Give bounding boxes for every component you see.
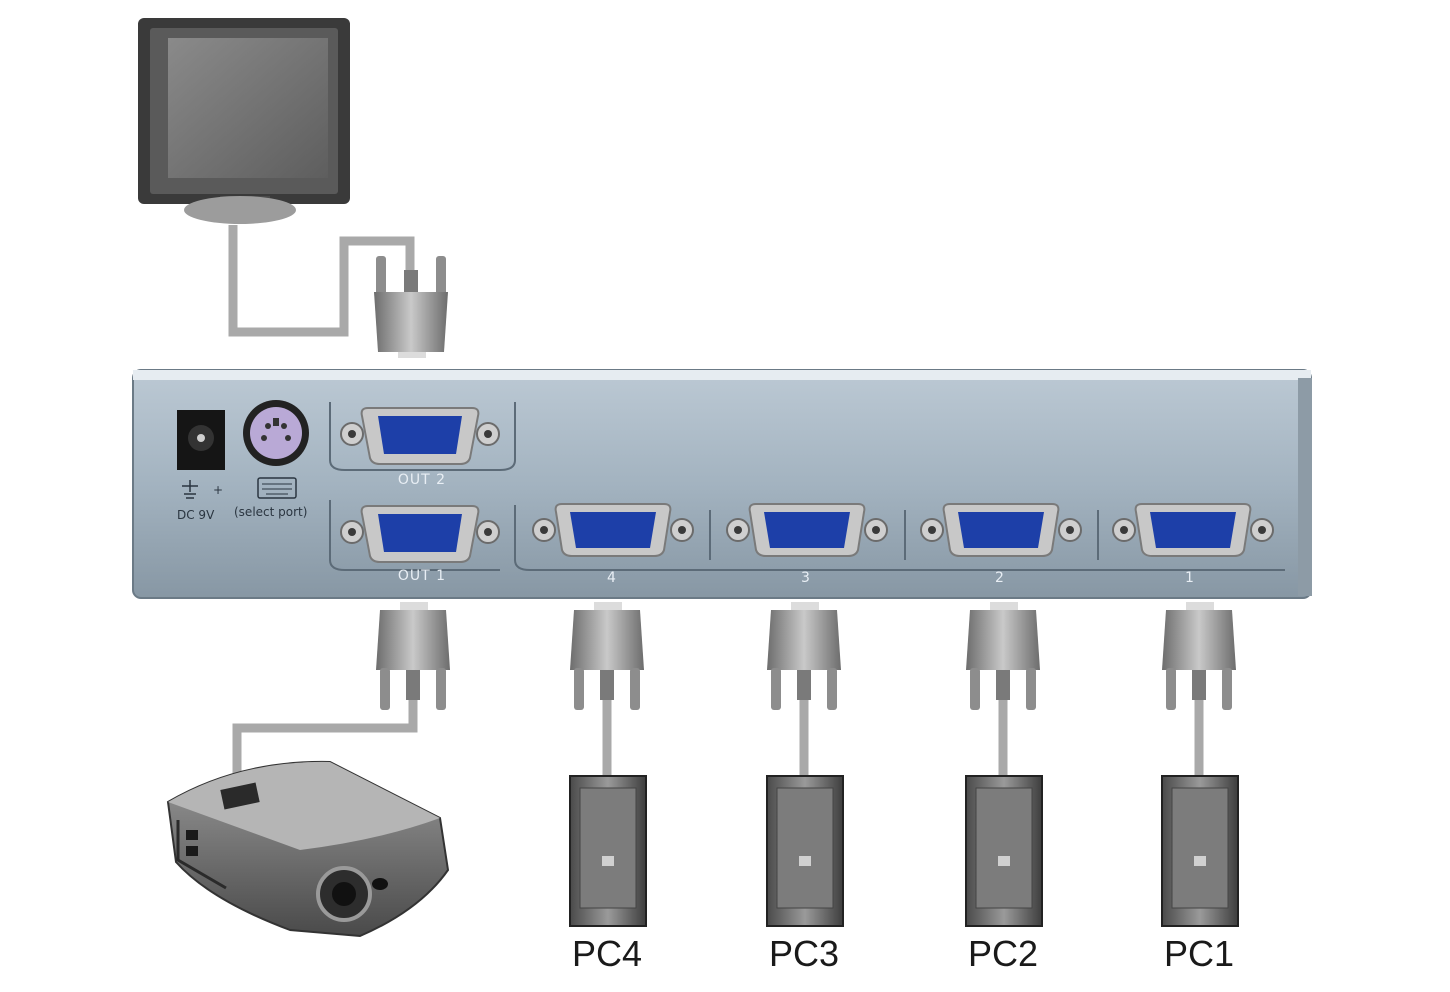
dc-voltage-label: DC 9V [177,508,215,522]
out1-frame [329,500,500,571]
projector-cable [232,700,418,780]
select-port-label: (select port) [234,505,307,519]
vga-plug-pc4 [570,602,644,710]
vga-port-input-3 [726,503,888,557]
panel-body [132,369,1312,599]
monitor-vga-plug [374,256,448,358]
pc-tower-2 [965,775,1043,927]
vga-port-input-4 [532,503,694,557]
input-3-label: 3 [801,570,811,586]
projector [166,760,450,938]
monitor-cable [228,225,415,337]
out2-frame [329,402,516,471]
input-2-label: 2 [995,570,1005,586]
pc-tower-3 [766,775,844,927]
vga-plug-out1 [376,602,450,710]
ps2-select-port [243,400,309,466]
pc1-label: PC1 [1164,933,1234,974]
out2-label: OUT 2 [398,472,446,488]
dc-polarity-icon [182,480,198,499]
pc4-label: PC4 [572,933,642,974]
monitor-stand [184,196,296,224]
vga-port-out1 [340,505,500,563]
out1-label: OUT 1 [398,568,446,584]
monitor-screen [168,38,328,178]
pc3-label: PC3 [769,933,839,974]
input-1-label: 1 [1185,570,1195,586]
dc-power-jack [177,410,225,470]
vga-port-out2 [340,407,500,465]
panel-side [1298,378,1312,596]
kvm-switch-panel: + DC 9V (select port) O [132,369,1312,599]
vga-port-input-1 [1112,503,1274,557]
input-4-label: 4 [607,570,617,586]
vga-plug-pc1 [1162,602,1236,710]
inputs-frame [514,505,1285,571]
vga-port-input-2 [920,503,1082,557]
dc-polarity-label: + [213,483,223,497]
vga-plug-pc2 [966,602,1040,710]
pc-tower-1 [1161,775,1239,927]
pc-tower-4 [569,775,647,927]
pc2-label: PC2 [968,933,1038,974]
vga-plug-pc3 [767,602,841,710]
monitor [138,18,350,224]
keyboard-icon [257,477,297,499]
panel-top-edge [133,370,1311,380]
